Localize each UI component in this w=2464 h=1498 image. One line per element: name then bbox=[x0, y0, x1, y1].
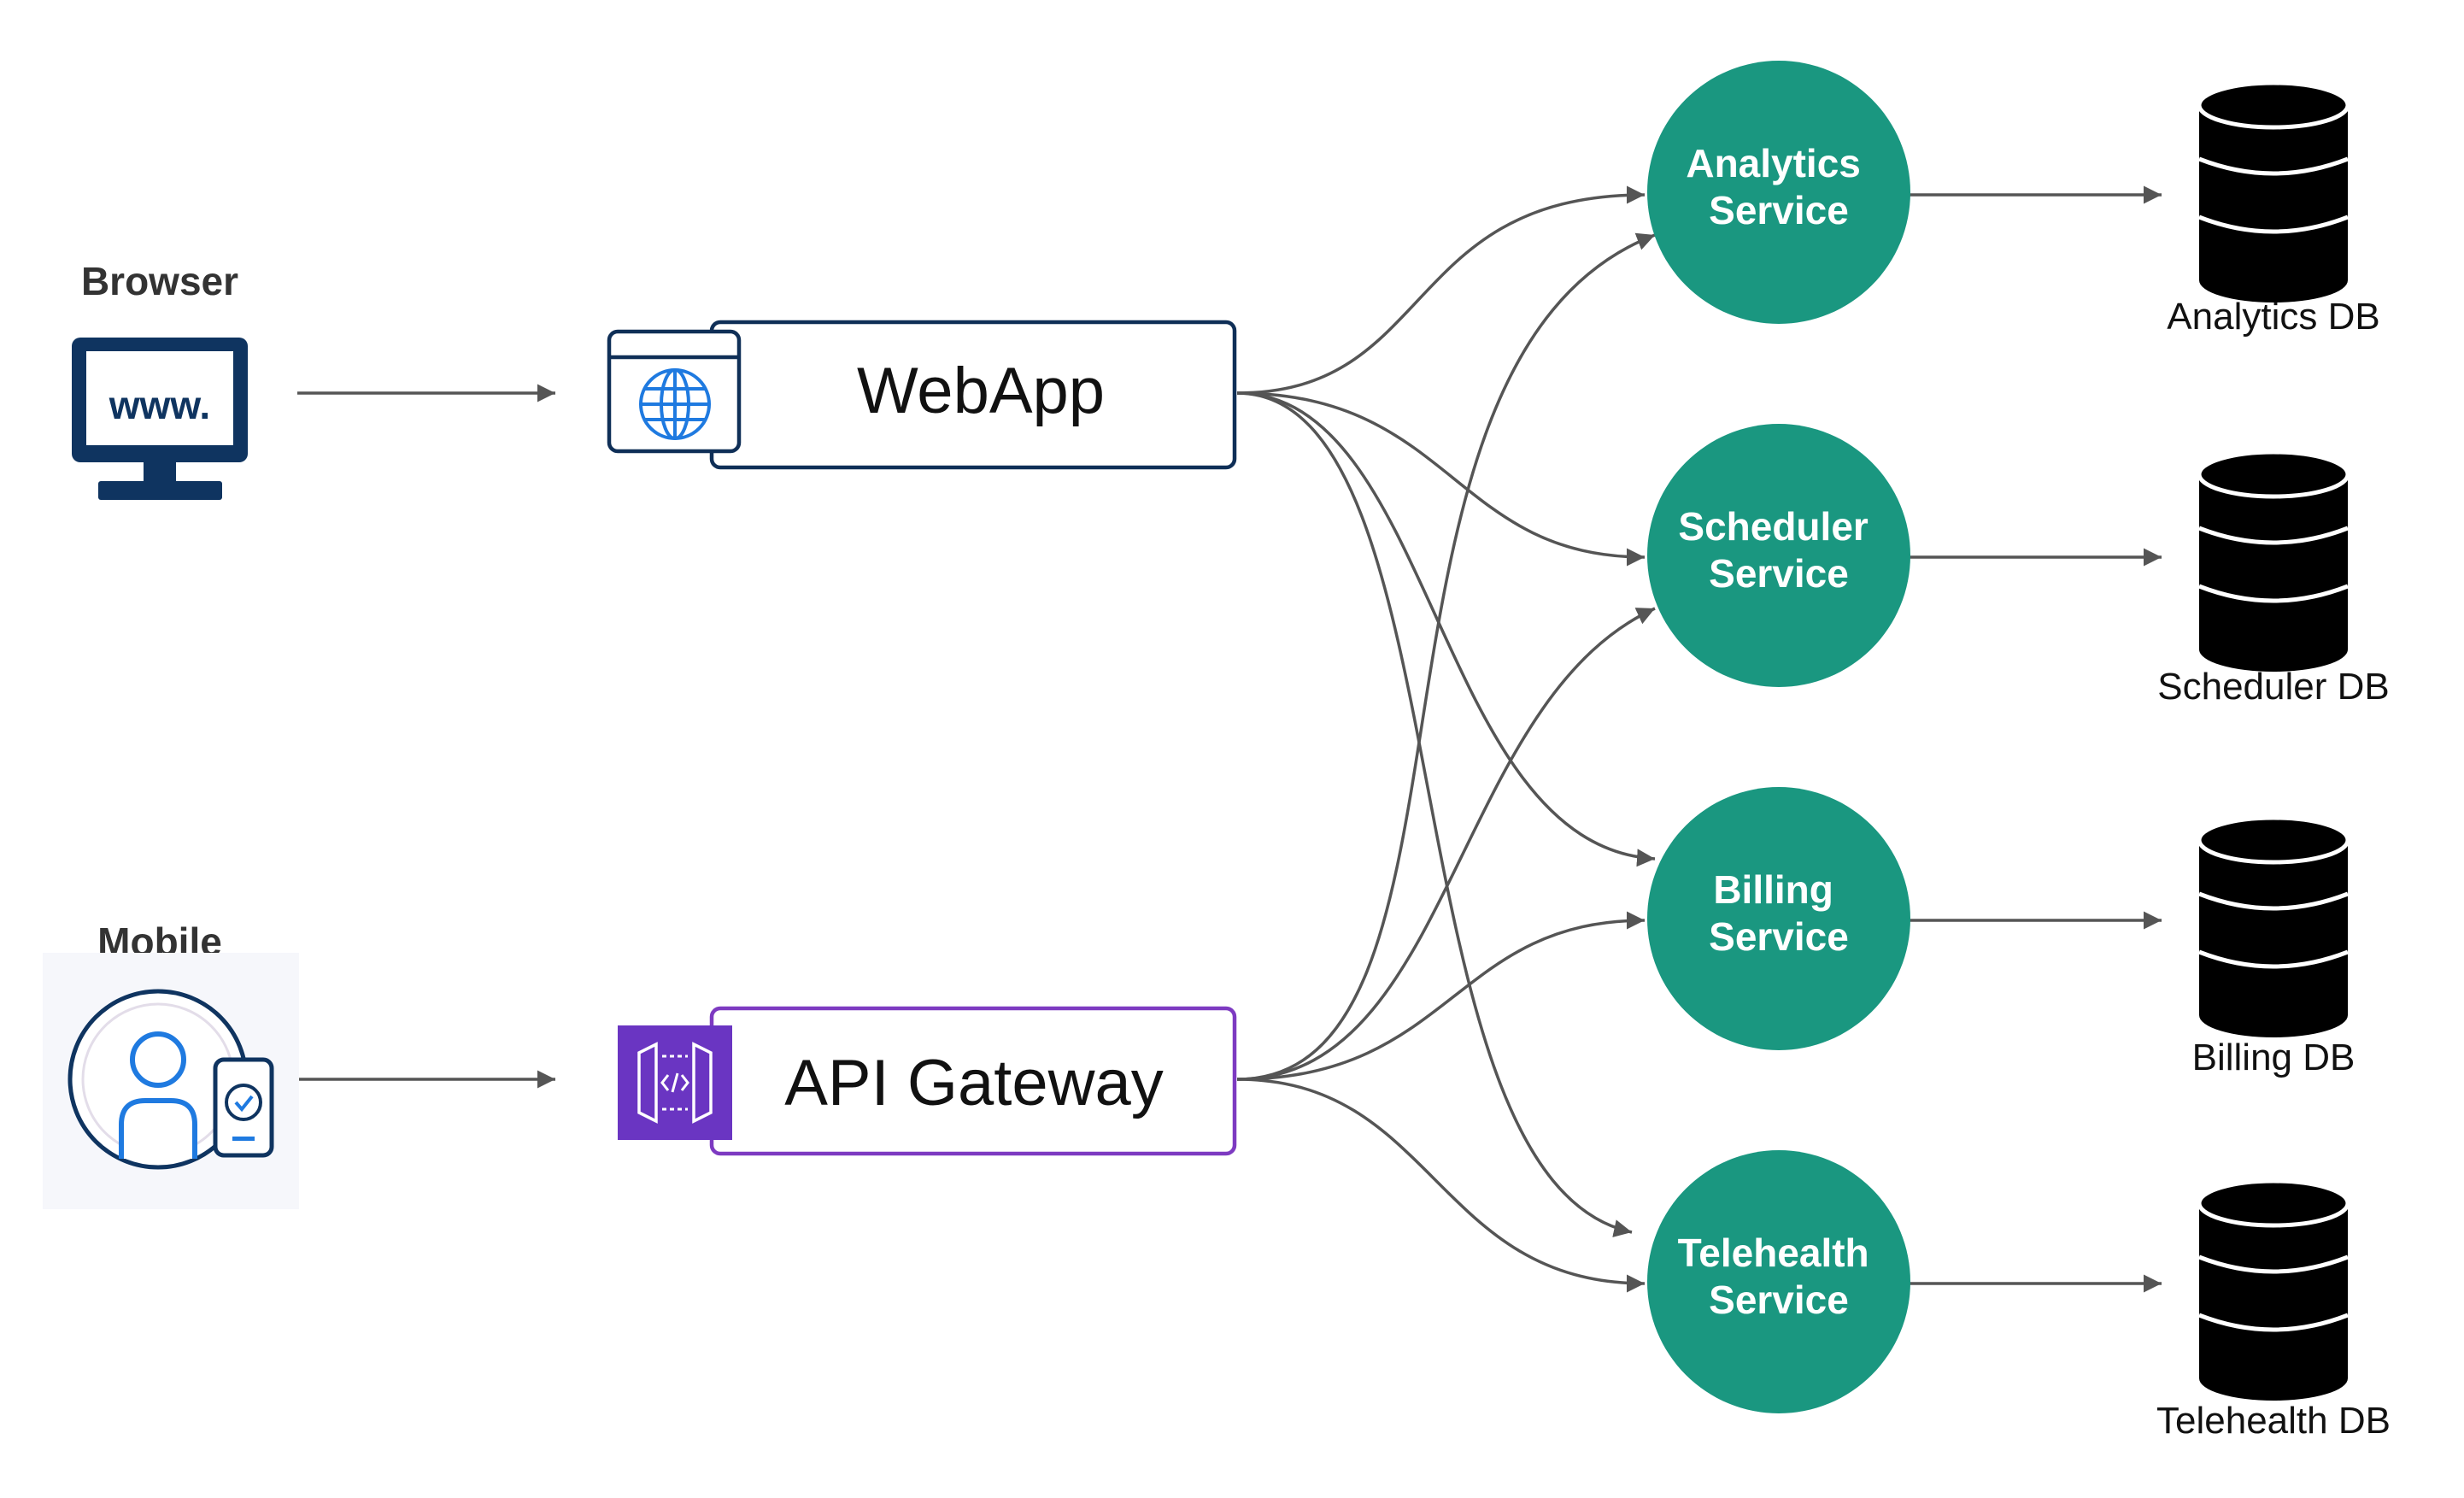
svg-text:Analytics Service: Analytics Service bbox=[1686, 141, 1871, 232]
arrow-gateway-to-scheduler bbox=[1236, 607, 1656, 1081]
service-analytics[interactable]: Analytics Service bbox=[1647, 61, 1910, 324]
monitor-icon: www. bbox=[72, 338, 248, 500]
monitor-www-text: www. bbox=[109, 383, 210, 427]
database-icon bbox=[2197, 449, 2350, 672]
service-telehealth-line1: Telehealth bbox=[1678, 1231, 1869, 1275]
database-billing-label: Billing DB bbox=[2192, 1037, 2355, 1078]
arrow-gateway-to-telehealth bbox=[1236, 1078, 1646, 1293]
database-icon bbox=[2197, 80, 2350, 303]
database-scheduler-label: Scheduler DB bbox=[2157, 666, 2389, 708]
browser-label: Browser bbox=[81, 259, 238, 303]
service-billing-line2: Service bbox=[1709, 914, 1849, 959]
service-analytics-line2: Service bbox=[1709, 188, 1849, 232]
svg-text:Telehealth Service: Telehealth Service bbox=[1678, 1231, 1880, 1322]
webapp-label: WebApp bbox=[857, 355, 1105, 427]
database-icon bbox=[2197, 815, 2350, 1037]
service-telehealth[interactable]: Telehealth Service bbox=[1647, 1150, 1910, 1413]
arrow-gateway-to-billing bbox=[1236, 911, 1646, 1081]
svg-text:Scheduler Service: Scheduler Service bbox=[1678, 504, 1879, 596]
database-analytics[interactable]: Analytics DB bbox=[2167, 80, 2380, 338]
database-scheduler[interactable]: Scheduler DB bbox=[2157, 449, 2390, 708]
api-gateway-icon bbox=[618, 1025, 732, 1140]
service-scheduler[interactable]: Scheduler Service bbox=[1647, 424, 1910, 687]
database-telehealth-label: Telehealth DB bbox=[2156, 1400, 2391, 1442]
mobile-client: Mobile bbox=[43, 919, 299, 1209]
database-billing[interactable]: Billing DB bbox=[2192, 815, 2355, 1078]
arrow-webapp-to-billing bbox=[1236, 391, 1656, 867]
globe-icon bbox=[607, 329, 742, 454]
browser-client: Browser www. bbox=[72, 259, 248, 500]
api-gateway-box[interactable]: API Gateway bbox=[618, 1006, 1237, 1156]
user-with-phone-icon bbox=[43, 953, 299, 1209]
connectors bbox=[297, 185, 2162, 1293]
database-icon bbox=[2197, 1178, 2350, 1401]
webapp-box[interactable]: WebApp bbox=[607, 320, 1237, 470]
svg-text:Billing Service: Billing Service bbox=[1709, 867, 1849, 959]
arrow-webapp-to-telehealth bbox=[1236, 391, 1633, 1237]
service-scheduler-line2: Service bbox=[1709, 551, 1849, 596]
service-scheduler-line1: Scheduler bbox=[1678, 504, 1869, 549]
database-telehealth[interactable]: Telehealth DB bbox=[2156, 1178, 2391, 1442]
arrow-webapp-to-scheduler bbox=[1236, 391, 1646, 567]
arrow-webapp-to-analytics bbox=[1236, 185, 1646, 395]
service-analytics-line1: Analytics bbox=[1686, 141, 1861, 185]
api-gateway-label: API Gateway bbox=[784, 1047, 1164, 1119]
arrow-gateway-to-analytics bbox=[1236, 232, 1656, 1081]
service-telehealth-line2: Service bbox=[1709, 1278, 1849, 1322]
database-analytics-label: Analytics DB bbox=[2167, 296, 2379, 338]
service-billing[interactable]: Billing Service bbox=[1647, 787, 1910, 1050]
service-billing-line1: Billing bbox=[1713, 867, 1833, 912]
